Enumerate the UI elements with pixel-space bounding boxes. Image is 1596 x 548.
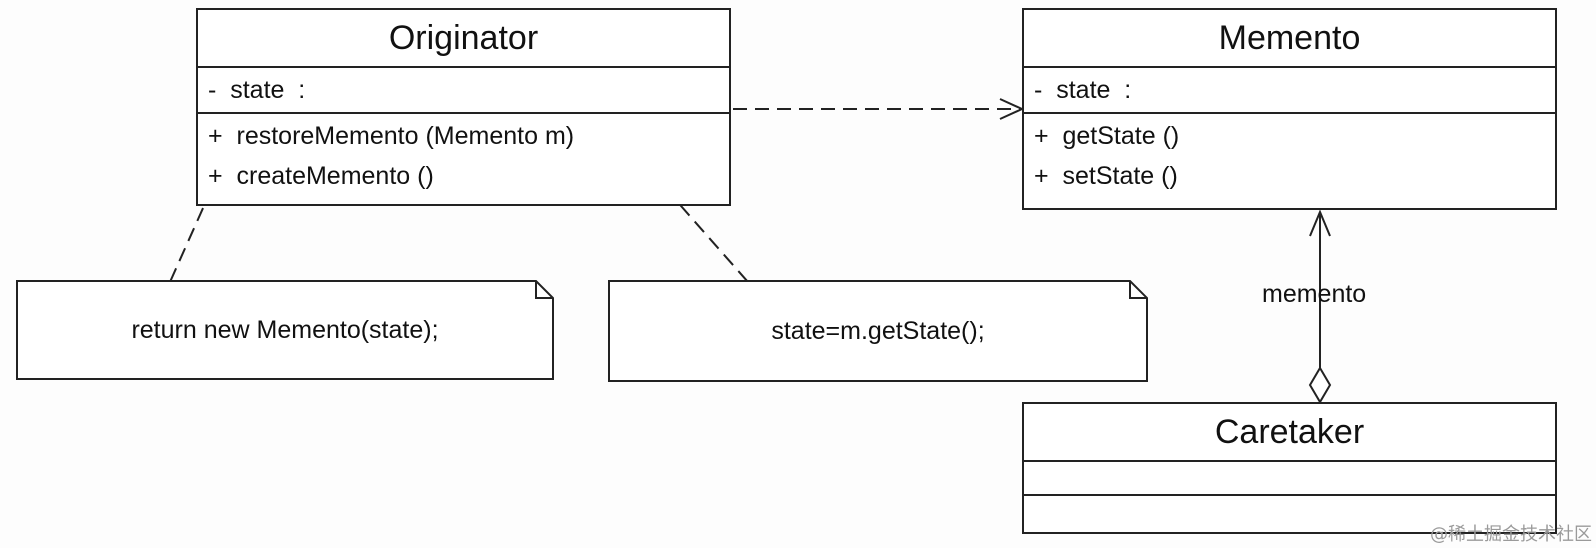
create-note-text: return new Memento(state);	[131, 316, 439, 344]
note-shape	[608, 280, 1148, 382]
originator-operation-restore: + restoreMemento (Memento m)	[208, 122, 575, 150]
navigability-arrowhead	[1309, 209, 1331, 237]
create-note-anchor-line	[169, 187, 213, 283]
caretaker-class[interactable]: Caretaker	[1022, 402, 1557, 534]
originator-class[interactable]: Originator - state : + restoreMemento (M…	[196, 8, 731, 206]
memento-operation-get: + getState ()	[1034, 122, 1180, 150]
originator-class-name: Originator	[198, 10, 729, 68]
memento-attributes: - state :	[1024, 68, 1555, 114]
caretaker-attributes	[1024, 462, 1555, 496]
caretaker-class-name: Caretaker	[1024, 404, 1555, 462]
note-shape	[16, 280, 554, 380]
memento-class[interactable]: Memento - state : + getState () + setSta…	[1022, 8, 1557, 210]
restore-note-text: state=m.getState();	[771, 317, 985, 345]
create-memento-note[interactable]: return new Memento(state);	[16, 280, 554, 380]
originator-operation-create: + createMemento ()	[208, 162, 434, 190]
memento-operations: + getState () + setState ()	[1024, 114, 1555, 196]
originator-attribute-state: - state :	[208, 76, 306, 104]
memento-attribute-state: - state :	[1034, 76, 1132, 104]
association-role-label: memento	[1262, 280, 1367, 308]
restore-memento-note[interactable]: state=m.getState();	[608, 280, 1148, 382]
watermark: @稀土掘金技术社区	[1430, 524, 1592, 545]
memento-operation-set: + setState ()	[1034, 162, 1178, 190]
memento-class-name: Memento	[1024, 10, 1555, 68]
originator-attributes: - state :	[198, 68, 729, 114]
originator-operations: + restoreMemento (Memento m) + createMem…	[198, 114, 729, 196]
aggregation-diamond	[1308, 366, 1332, 404]
